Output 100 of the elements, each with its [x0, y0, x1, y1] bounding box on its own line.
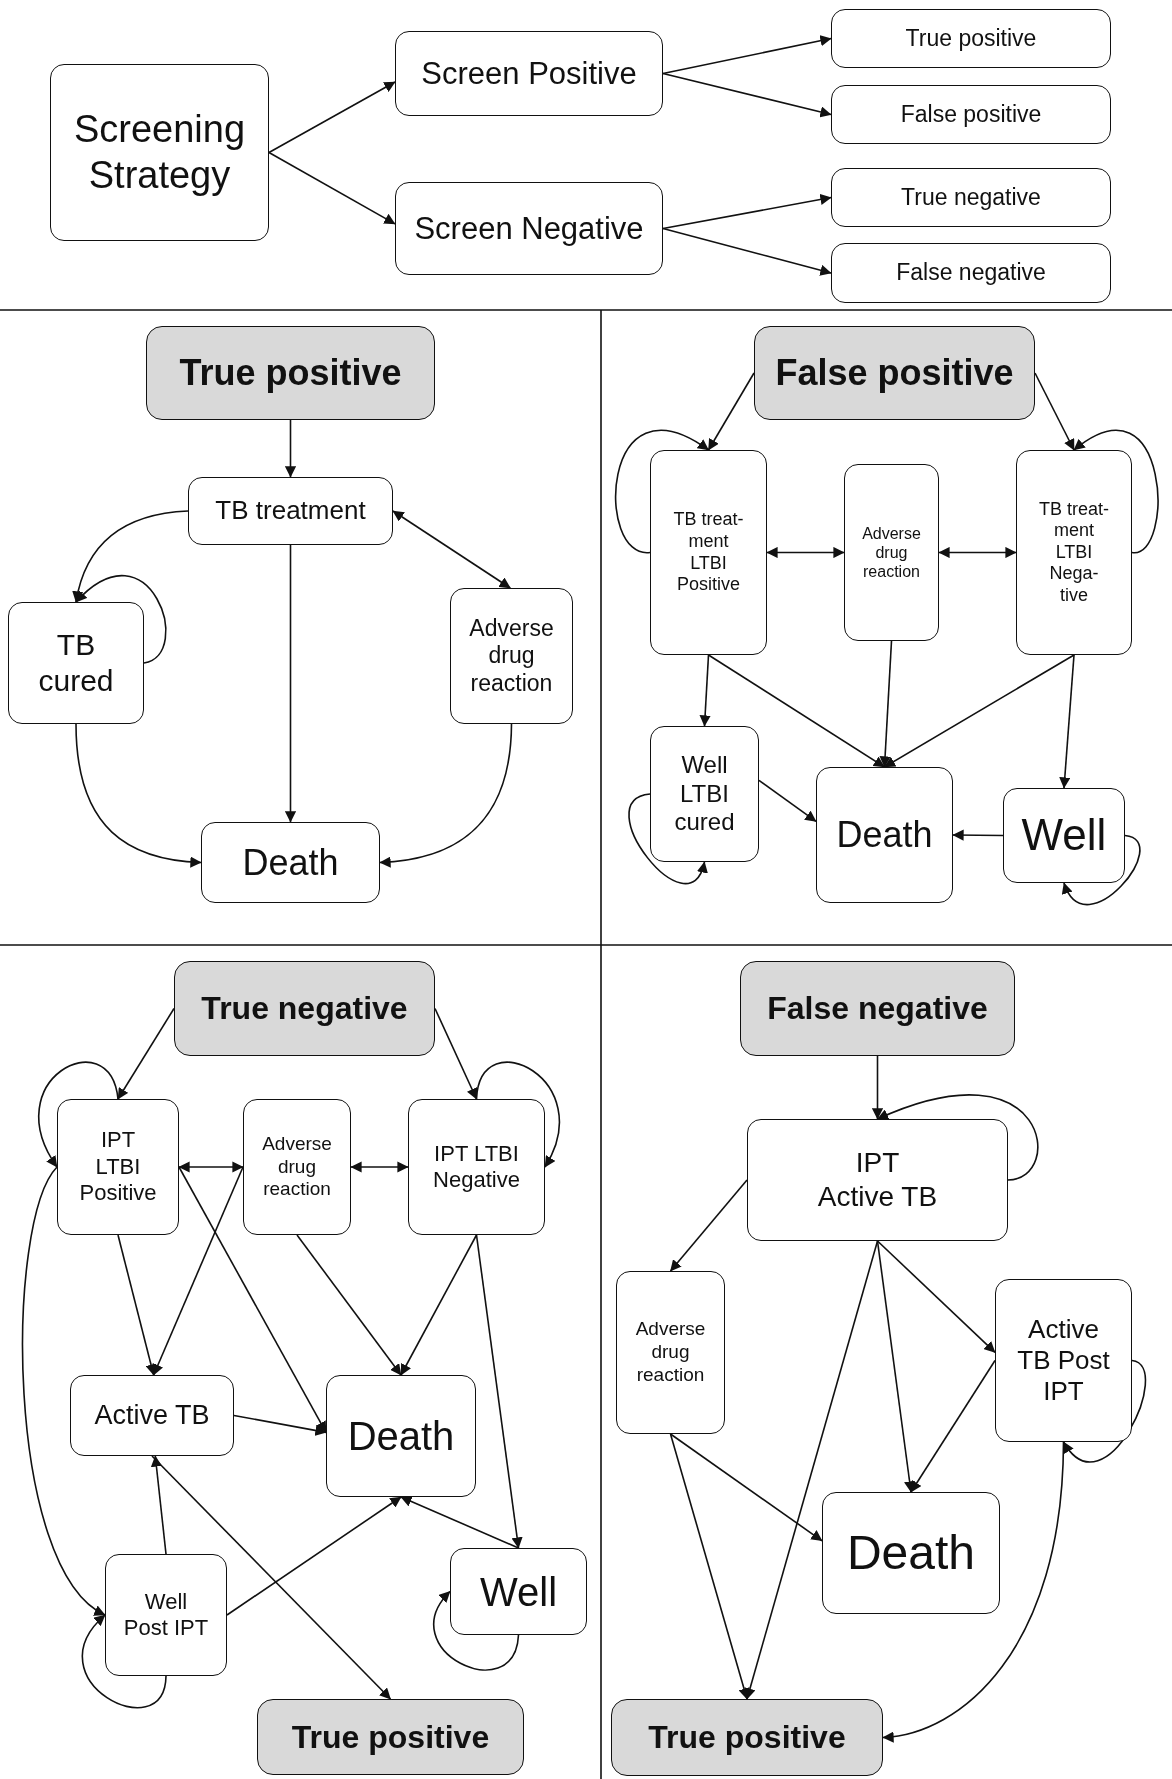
- state-box: [831, 85, 1111, 144]
- arrow: [75, 723, 202, 868]
- arrow: [876, 1240, 916, 1493]
- arrow: [669, 1433, 823, 1542]
- loop-arrow: [628, 793, 706, 884]
- outcome-box: [611, 1699, 883, 1776]
- arrow: [662, 227, 832, 276]
- state-box: [450, 1548, 587, 1635]
- loop-arrow: [81, 1614, 167, 1709]
- state-label: Death: [836, 813, 933, 857]
- arrow: [178, 1166, 327, 1434]
- state-label: TB treat- ment LTBI Nega- tive: [1038, 498, 1110, 607]
- state-label: Well: [479, 1568, 558, 1616]
- state-label: False positive: [900, 100, 1042, 129]
- outcome-box: [740, 961, 1015, 1056]
- state-box: [831, 243, 1111, 303]
- arrow: [707, 654, 886, 768]
- outcome-box: [146, 326, 435, 420]
- state-box: [650, 726, 759, 862]
- state-label: Adverse drug reaction: [262, 1132, 332, 1202]
- state-box: [816, 767, 953, 903]
- state-label: False positive: [775, 351, 1014, 395]
- state-label: True positive: [291, 1717, 490, 1757]
- loop-arrow: [75, 575, 167, 664]
- arrow: [662, 35, 832, 75]
- state-box: [747, 1119, 1008, 1241]
- state-label: True negative: [901, 183, 1041, 212]
- state-label: Death: [347, 1413, 455, 1460]
- arrow: [350, 1161, 409, 1173]
- arrow: [284, 544, 297, 823]
- state-label: IPT Active TB: [816, 1146, 939, 1214]
- arrow: [938, 546, 1017, 559]
- state-box: [326, 1375, 476, 1497]
- state-label: TB cured: [38, 627, 114, 699]
- state-label: Adverse drug reaction: [469, 614, 554, 698]
- arrow: [669, 1179, 748, 1272]
- arrow: [475, 1234, 523, 1549]
- state-box: [57, 1099, 179, 1235]
- state-label: True positive: [648, 1718, 846, 1757]
- state-label: Death: [846, 1525, 976, 1582]
- state-box: [822, 1492, 1000, 1614]
- state-label: Well LTBI cured: [674, 750, 735, 838]
- state-label: TB treatment: [215, 495, 366, 527]
- arrow: [879, 640, 893, 768]
- state-label: IPT LTBI Positive: [79, 1127, 157, 1207]
- state-box: [105, 1554, 227, 1676]
- state-box: [395, 182, 663, 275]
- state-box: [8, 602, 144, 724]
- arrow: [226, 1496, 402, 1616]
- state-box: [831, 9, 1111, 68]
- loop-arrow: [38, 1061, 119, 1168]
- state-label: False negative: [767, 989, 988, 1028]
- state-label: Active TB: [94, 1399, 210, 1432]
- outcome-box: [754, 326, 1035, 420]
- state-box: [201, 822, 380, 903]
- state-box: [450, 588, 573, 724]
- state-box: [50, 64, 269, 241]
- loop-arrow: [876, 1094, 1039, 1181]
- state-box: [995, 1279, 1132, 1442]
- arrow: [233, 1414, 327, 1436]
- state-label: False negative: [896, 259, 1046, 287]
- arrow: [910, 1359, 996, 1493]
- state-box: [188, 477, 393, 545]
- arrow: [152, 1166, 244, 1376]
- loop-arrow: [433, 1590, 520, 1671]
- arrow: [699, 654, 711, 727]
- arrow: [268, 151, 396, 225]
- state-label: True positive: [179, 351, 402, 395]
- arrow: [1059, 654, 1075, 789]
- state-label: Active TB Post IPT: [1016, 1313, 1111, 1408]
- outcome-box: [174, 961, 435, 1056]
- state-box: [1016, 450, 1132, 655]
- loop-arrow: [1062, 1359, 1147, 1463]
- state-box: [70, 1375, 234, 1456]
- arrow: [284, 419, 297, 478]
- state-box: [395, 31, 663, 116]
- loop-arrow: [614, 429, 710, 554]
- arrow: [400, 1234, 478, 1376]
- arrow: [669, 1433, 750, 1700]
- state-box: [844, 464, 939, 641]
- state-label: TB treat- ment LTBI Positive: [672, 509, 745, 596]
- state-label: Well: [1021, 809, 1107, 862]
- state-label: Screening Strategy: [72, 106, 247, 198]
- state-label: True negative: [201, 989, 408, 1028]
- arrow: [883, 654, 1075, 768]
- arrow: [21, 1166, 106, 1616]
- arrow: [151, 1455, 392, 1700]
- arrow: [876, 1240, 996, 1354]
- state-label: Screen Negative: [414, 209, 644, 248]
- arrow: [178, 1161, 244, 1173]
- arrow: [707, 372, 755, 451]
- arrow: [268, 81, 396, 154]
- arrow: [117, 1007, 175, 1100]
- state-label: Adverse drug reaction: [635, 1318, 706, 1387]
- state-label: Adverse drug reaction: [862, 523, 921, 582]
- state-label: True positive: [905, 24, 1037, 53]
- arrow: [952, 829, 1004, 841]
- arrow: [871, 1055, 884, 1120]
- arrow: [662, 72, 832, 118]
- arrow: [434, 1007, 478, 1100]
